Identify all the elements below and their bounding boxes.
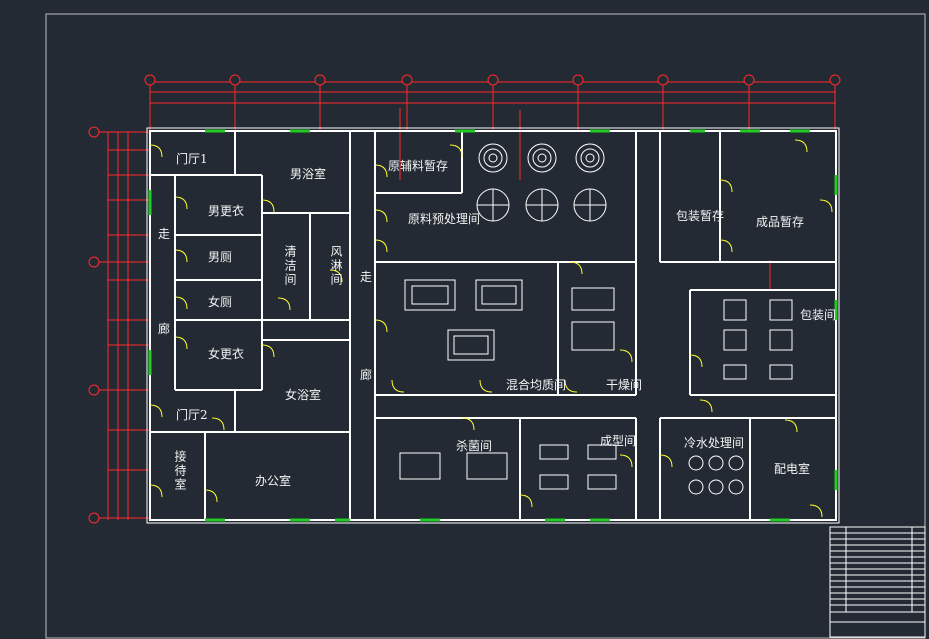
- equipment: [399, 143, 793, 495]
- room-male-locker: 男更衣: [208, 204, 245, 218]
- doors: [149, 139, 833, 518]
- room-female-shower: 女浴室: [285, 388, 322, 402]
- room-lobby1: 门厅1: [176, 152, 208, 166]
- windows: [148, 129, 838, 522]
- room-office: 办公室: [255, 474, 292, 488]
- room-packaging-storage: 包装暂存: [676, 209, 725, 223]
- room-male-toilet: 男厕: [208, 250, 233, 264]
- room-female-locker: 女更衣: [208, 347, 245, 361]
- room-lobby2: 门厅2: [176, 408, 208, 422]
- corridor-mid-top: 走: [360, 270, 373, 284]
- room-packaging: 包装间: [800, 308, 837, 322]
- room-sterilize: 杀菌间: [456, 439, 493, 453]
- corridor-mid-bottom: 廊: [360, 368, 373, 382]
- room-drying: 干燥间: [606, 378, 643, 392]
- corridor-left-bottom: 廊: [158, 322, 171, 336]
- room-reception: 接待室: [173, 450, 187, 492]
- room-raw-pretreat: 原料预处理间: [408, 212, 481, 226]
- room-air-shower: 风淋间: [329, 245, 343, 287]
- title-block: [829, 526, 926, 638]
- axis-bubbles: [88, 74, 841, 524]
- corridor-left-top: 走: [158, 227, 171, 241]
- drawing-frame: [45, 13, 926, 639]
- room-finished-storage: 成品暂存: [756, 215, 805, 229]
- room-female-toilet: 女厕: [208, 295, 233, 309]
- walls: [146, 127, 840, 524]
- room-mixing: 混合均质间: [506, 378, 567, 392]
- room-clean: 清洁间: [283, 245, 297, 287]
- dimension-lines: [97, 81, 836, 520]
- room-cold-water: 冷水处理间: [684, 436, 745, 450]
- room-cooling: 成型间: [600, 434, 637, 448]
- room-raw-storage: 原辅料暂存: [388, 159, 449, 173]
- room-power: 配电室: [774, 462, 811, 476]
- room-male-shower: 男浴室: [290, 167, 327, 181]
